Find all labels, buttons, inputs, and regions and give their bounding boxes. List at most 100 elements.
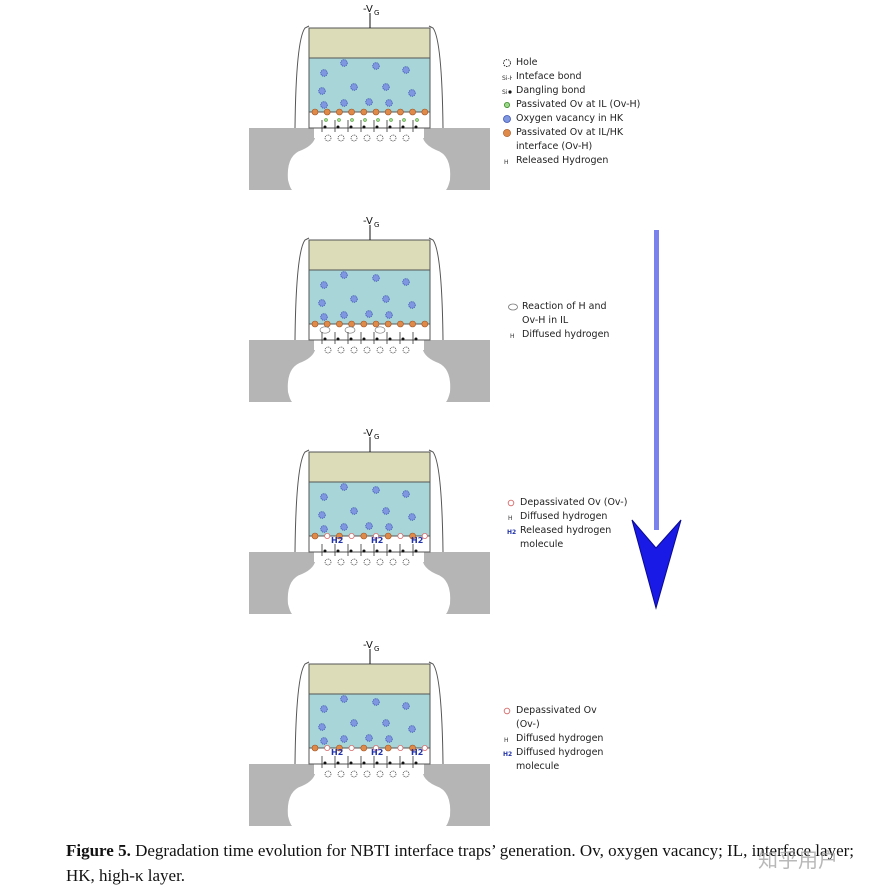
substrate-right (422, 340, 490, 402)
hole-1 (324, 346, 332, 354)
substrate-left (249, 128, 316, 190)
passivated-ov-il-3 (350, 118, 354, 122)
hole-4 (363, 134, 371, 142)
legend-text: Inteface bond (516, 71, 582, 82)
oxygen-vacancy-hk-6 (350, 295, 358, 303)
hole-7 (402, 770, 410, 778)
passivated-ov-il-8 (415, 118, 419, 122)
depassivated-ov-2 (324, 533, 331, 540)
legend-item: Depassivated Ov (Ov-) (506, 496, 627, 510)
oxygen-vacancy-hk-5 (318, 299, 326, 307)
passivated-ov-interface-5 (360, 320, 368, 328)
passivated-ov-il-7 (402, 118, 406, 122)
legend-text: Diffused hydrogen (522, 329, 610, 340)
gate-voltage-label: -V (363, 640, 373, 651)
legend-text: Released Hydrogen (516, 155, 609, 166)
legend-text: Hole (516, 57, 538, 68)
legend-text: Diffused hydrogen (520, 511, 608, 522)
svg-text:H: H (510, 333, 515, 340)
hole-3 (350, 346, 358, 354)
depassivated-ov-8 (397, 533, 404, 540)
oxygen-vacancy-hk-7 (382, 83, 390, 91)
dangling-bond-2 (336, 337, 340, 341)
passivated-ov-interface-2 (323, 320, 331, 328)
dangling-bond-1 (323, 337, 327, 341)
oxygen-vacancy-hk-1 (320, 705, 328, 713)
oxygen-vacancy-hk-7 (382, 507, 390, 515)
dangling-bond-1 (323, 125, 327, 129)
spacer-left (294, 25, 310, 129)
hole-6 (389, 558, 397, 566)
hole-4 (363, 346, 371, 354)
passivated-ov-il-4 (363, 118, 367, 122)
passivated-ov-interface-1 (311, 320, 319, 328)
oxygen-vacancy-hk-3 (372, 486, 380, 494)
passivated-ov-interface-4 (348, 108, 355, 116)
dangling-bond-2 (336, 549, 340, 553)
dangling-bond-4 (362, 549, 366, 553)
caption-label: Figure 5. (66, 841, 131, 860)
gate-electrode (308, 239, 431, 271)
channel (314, 128, 424, 138)
passivated-ov-interface-6 (372, 320, 380, 328)
oxygen-vacancy-hk-3 (372, 274, 380, 282)
passivated-ov-interface-1 (311, 532, 319, 540)
spacer-right (428, 237, 444, 341)
legend-item: Passivated Ov at IL/HK interface (Ov-H) (502, 126, 640, 154)
passivated-ov-interface-7 (384, 744, 392, 752)
depassivated-ov-10 (421, 533, 428, 540)
oxygen-vacancy-hk-12 (385, 99, 393, 107)
dangling-bond-4 (362, 337, 366, 341)
hole-5 (376, 770, 384, 778)
spacer-right (428, 661, 444, 765)
svg-text:H: H (508, 515, 513, 522)
oxygen-vacancy-hk-5 (318, 723, 326, 731)
hole-5 (376, 346, 384, 354)
passivated-ov-interface-3 (336, 108, 343, 116)
passivated-ov-interface-1 (311, 744, 319, 752)
legend-item: H Diffused hydrogen (508, 328, 609, 342)
substrate-left (249, 764, 316, 826)
oxygen-vacancy-hk-8 (408, 301, 416, 309)
legend-item: H Diffused hydrogen (506, 510, 627, 524)
passivated-ov-interface-7 (384, 532, 392, 540)
oxygen-vacancy-hk-3 (372, 62, 380, 70)
hole-icon (502, 58, 512, 68)
dangling-bond-8 (414, 761, 418, 765)
dangling-bond-5 (375, 125, 379, 129)
hole-7 (402, 134, 410, 142)
depassivated-ov-10 (421, 745, 428, 752)
legend-text: Diffused hydrogen (516, 733, 604, 744)
oxygen-vacancy-hk-7 (382, 295, 390, 303)
reaction-marker-1 (319, 326, 331, 334)
hole-4 (363, 558, 371, 566)
depassivated-ov-2 (324, 745, 331, 752)
dangling-bond-6 (388, 549, 392, 553)
channel (314, 764, 424, 774)
oxygen-vacancy-hk-11 (365, 98, 373, 106)
hole-3 (350, 134, 358, 142)
passivated-ov-il-6 (389, 118, 393, 122)
gate-voltage-label: -V (363, 4, 373, 15)
passivated-ov-interface-5 (360, 532, 368, 540)
oxygen-vacancy-hk-4 (402, 490, 410, 498)
caption-text: Degradation time evolution for NBTI inte… (66, 841, 854, 885)
watermark: 知乎用户 (758, 848, 838, 872)
svg-text:H2: H2 (503, 751, 512, 758)
time-evolution-arrow (631, 230, 682, 610)
channel (314, 552, 424, 562)
gate-electrode (308, 451, 431, 483)
oxygen-vacancy-hk-1 (320, 281, 328, 289)
passivated-ov-interface-10 (421, 320, 429, 328)
dangling-bond-7 (401, 337, 405, 341)
depassivated-ov-4 (348, 745, 355, 752)
hole-3 (350, 770, 358, 778)
dangling-bond-1 (323, 549, 327, 553)
passivated-ov-interface-9 (409, 532, 416, 540)
hole-6 (389, 346, 397, 354)
legend-item: Depassivated Ov (Ov-) (502, 704, 603, 732)
svg-text:H2: H2 (507, 529, 516, 536)
